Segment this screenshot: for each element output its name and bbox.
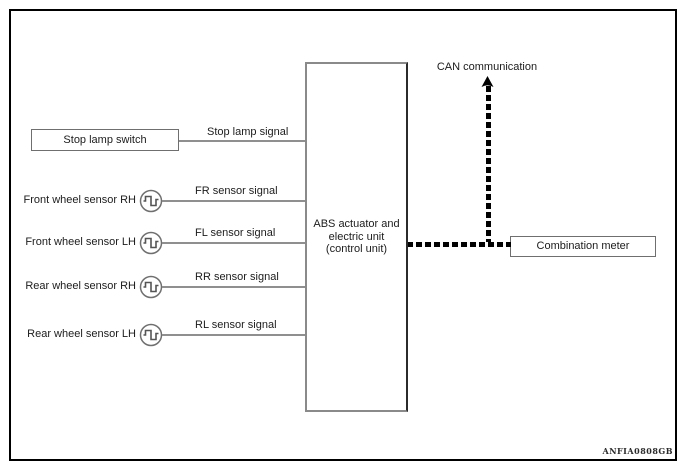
- stop-lamp-signal-line: [179, 140, 305, 142]
- fr-sensor-line: [162, 200, 305, 202]
- stop-lamp-signal-label: Stop lamp signal: [207, 126, 289, 138]
- abs-actuator-label-line3: (control unit): [325, 243, 388, 256]
- wheel-sensor-pulse-icon: [139, 275, 163, 299]
- sensor-label-rear-rh: Rear wheel sensor RH: [25, 280, 136, 292]
- stop-lamp-switch-box: Stop lamp switch: [31, 129, 179, 151]
- rl-sensor-signal-label: RL sensor signal: [195, 319, 277, 331]
- abs-actuator-label-line1: ABS actuator and: [313, 218, 400, 231]
- wheel-sensor-pulse-icon: [139, 189, 163, 213]
- rl-sensor-line: [162, 334, 305, 336]
- fr-sensor-signal-label: FR sensor signal: [195, 185, 278, 197]
- combination-meter-box: Combination meter: [510, 236, 656, 257]
- wheel-sensor-pulse-icon: [139, 231, 163, 255]
- rr-sensor-signal-label: RR sensor signal: [195, 271, 279, 283]
- abs-actuator-label-line2: electric unit: [328, 230, 385, 243]
- can-communication-label: CAN communication: [436, 61, 538, 73]
- sensor-label-front-lh: Front wheel sensor LH: [25, 236, 136, 248]
- rr-sensor-line: [162, 286, 305, 288]
- stop-lamp-switch-label: Stop lamp switch: [63, 133, 147, 146]
- combination-meter-label: Combination meter: [536, 240, 630, 253]
- sensor-label-front-rh: Front wheel sensor RH: [23, 194, 137, 206]
- fl-sensor-signal-label: FL sensor signal: [195, 227, 276, 239]
- can-bus-vertical-line: [486, 85, 491, 245]
- wheel-sensor-pulse-icon: [139, 323, 163, 347]
- sensor-label-rear-lh: Rear wheel sensor LH: [27, 328, 136, 340]
- can-bus-horizontal-line: [407, 242, 511, 247]
- fl-sensor-line: [162, 242, 305, 244]
- abs-actuator-box: ABS actuator and electric unit (control …: [305, 62, 408, 412]
- figure-code: ANFIA0808GB: [602, 446, 673, 456]
- can-arrow-up-icon: [481, 76, 494, 87]
